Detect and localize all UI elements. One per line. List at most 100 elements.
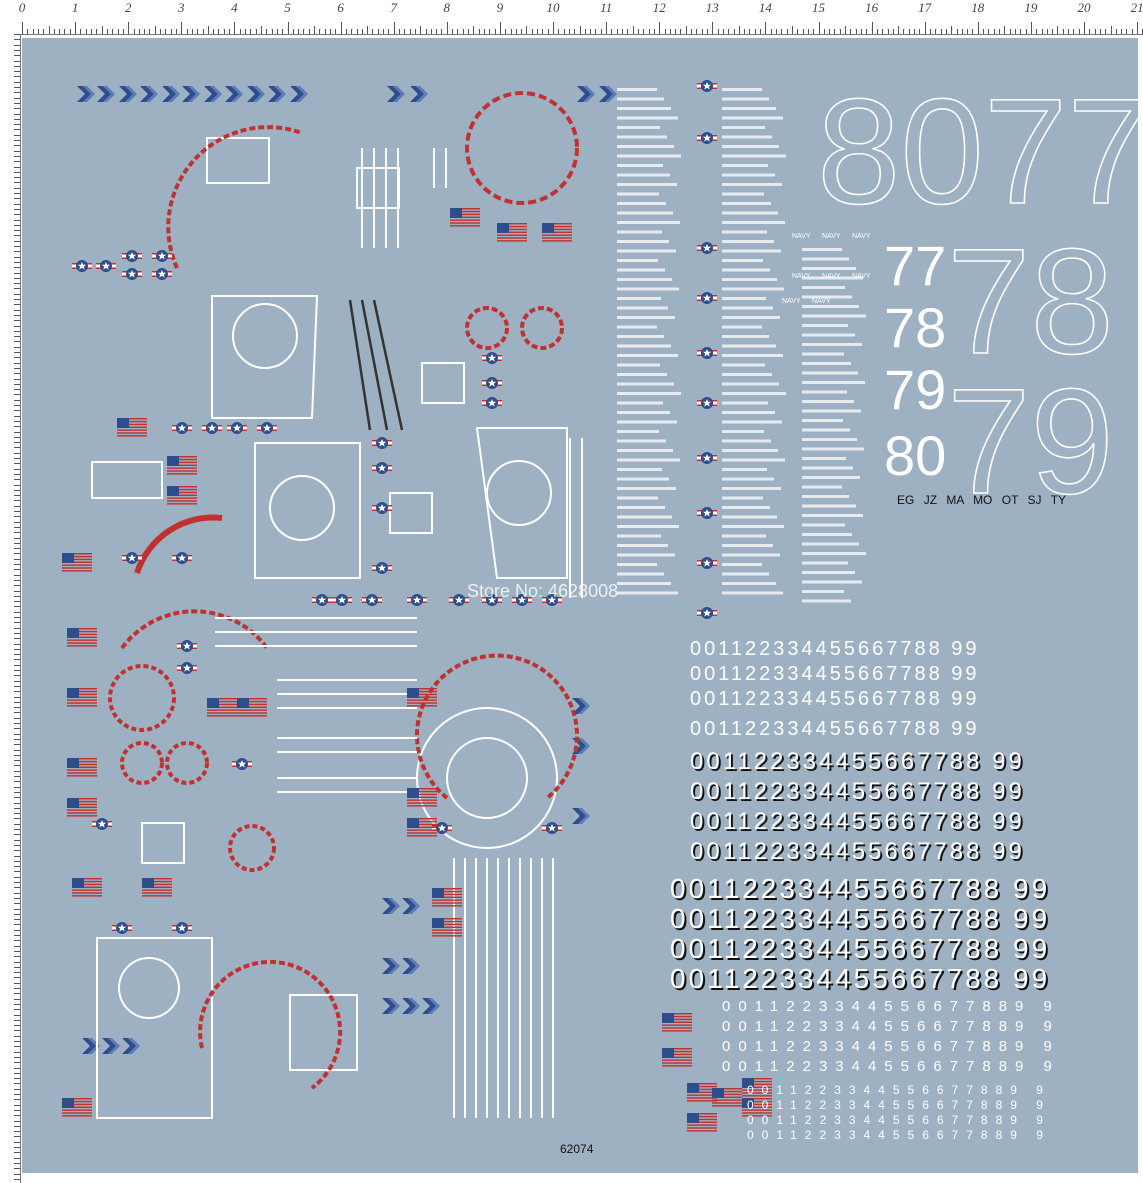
ruler-tick [14, 166, 20, 168]
ruler-tick [14, 261, 20, 263]
flag-stripe [72, 895, 102, 897]
ruler-tick [14, 876, 20, 878]
flag-stripe [117, 420, 147, 423]
tiny-text-line [722, 487, 781, 490]
ruler-tick [606, 22, 608, 34]
ruler-tick [345, 29, 347, 34]
tiny-text-line [722, 468, 767, 471]
ruler-tick [1046, 29, 1048, 34]
ruler-tick [14, 866, 20, 868]
tiny-text-line [802, 276, 863, 280]
tiny-text-line [617, 572, 664, 576]
ruler-tick [829, 29, 831, 34]
ruler-tick [14, 659, 20, 661]
ruler-tick [770, 29, 772, 34]
ruler-tick [14, 1067, 20, 1069]
tiny-text-line [722, 249, 781, 253]
flag-stripe [237, 712, 267, 714]
tiny-text-line [617, 154, 681, 158]
flag-stripe [742, 1095, 772, 1097]
ruler-tick [14, 807, 20, 809]
star-icon [377, 464, 387, 472]
ruler-tick [797, 29, 799, 34]
flag-stripe [62, 1103, 92, 1106]
flag-stripe [67, 763, 97, 766]
star-icon [177, 424, 187, 432]
ruler-tick [478, 29, 480, 34]
digit-row: 001122334455667788 99 [670, 873, 1051, 904]
ruler-tick [914, 29, 916, 34]
ruler-tick [14, 511, 20, 512]
flag-stripe [67, 633, 97, 636]
ruler-tick [14, 1030, 20, 1032]
flag-canton [662, 1013, 674, 1023]
ruler-tick [75, 22, 77, 34]
flag-stripe [167, 467, 197, 469]
flag-stripe [742, 1112, 772, 1114]
ruler-tick [14, 818, 20, 820]
tiny-text-line [617, 240, 669, 243]
ruler-tick [14, 860, 20, 862]
tiny-text-line [802, 371, 858, 375]
ruler-tick [14, 330, 20, 332]
tiny-text-line [617, 230, 662, 234]
tiny-text-line [617, 439, 666, 443]
ruler-tick [14, 426, 20, 428]
flag-canton [62, 553, 74, 563]
flag-stripe [407, 702, 437, 704]
ruler-tick [14, 908, 20, 910]
ruler-tick [14, 733, 20, 735]
tiny-text-line [802, 400, 854, 403]
ruler-tick [14, 447, 20, 449]
ruler-tick [266, 29, 268, 34]
flag-canton [167, 486, 179, 496]
chevron-icon [103, 86, 115, 102]
flag-canton [712, 1088, 724, 1098]
deck-rect-7 [206, 137, 270, 184]
ruler-tick [372, 29, 374, 34]
ruler-tick [239, 29, 241, 34]
ruler-tick [14, 193, 20, 194]
flag-canton [237, 698, 249, 708]
ruler-tick [14, 373, 20, 375]
chevron-icon [599, 86, 613, 102]
flag-stripe [432, 932, 462, 934]
ruler-tick [14, 632, 20, 634]
flag-stripe [450, 225, 480, 227]
tiny-text-line [722, 135, 772, 139]
flag-stripe [62, 558, 92, 561]
ruler-tick [1084, 22, 1085, 34]
ruler-tick [420, 26, 422, 34]
flag-stripe [117, 426, 147, 428]
flag-stripe [432, 893, 462, 896]
ruler-number: 16 [865, 0, 879, 15]
ruler-tick [760, 29, 762, 34]
chevron-icon [402, 998, 416, 1014]
ruler-tick [14, 903, 20, 905]
star-icon [702, 294, 712, 302]
ruler-tick [1057, 26, 1059, 34]
navy-label: NAVY [782, 298, 801, 305]
flag-stripe [407, 820, 437, 823]
ruler-tick [542, 29, 544, 34]
ruler-tick [409, 29, 411, 34]
chevron-icon [583, 86, 595, 102]
ruler-tick [14, 707, 20, 709]
ruler-number: 5 [284, 0, 291, 15]
flag-stripe [662, 1015, 692, 1018]
ruler-tick [537, 29, 539, 34]
star-icon [702, 454, 712, 462]
flag-stripe [167, 497, 197, 499]
ruler-tick [14, 1136, 20, 1138]
flag-stripe [62, 555, 92, 558]
flag-stripe [712, 1090, 742, 1093]
ruler-tick [807, 29, 809, 34]
ruler-tick [14, 1025, 20, 1027]
ruler-tick [160, 29, 162, 34]
tiny-text-line [802, 333, 855, 337]
tiny-text-line [617, 221, 680, 224]
flag-stripe [67, 696, 97, 698]
ruler-tick [14, 802, 20, 804]
ruler-tick [14, 797, 20, 799]
chevron-icon [274, 86, 286, 102]
